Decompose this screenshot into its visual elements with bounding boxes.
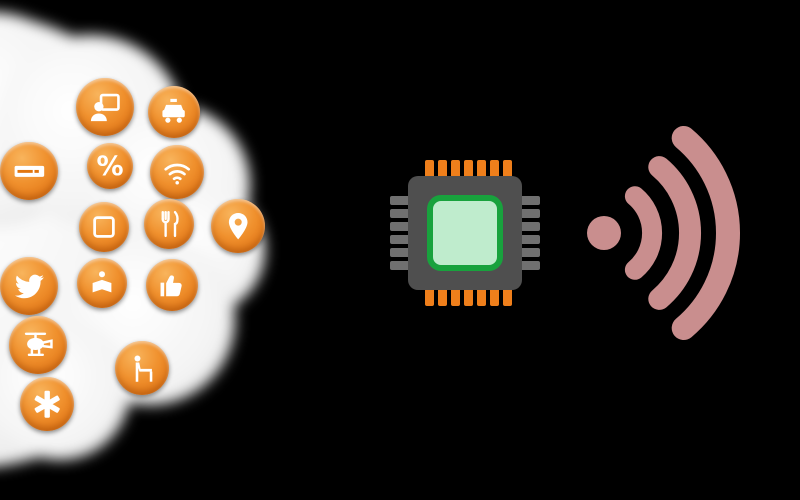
cloud-icon-brand-ribbon — [0, 142, 58, 200]
reading-person-icon — [92, 271, 112, 293]
user-photo-icon — [90, 93, 120, 121]
cloud-icon-taxi — [148, 86, 200, 138]
wifi-symbol — [587, 126, 740, 340]
cloud-icon-thumbs-up — [146, 259, 198, 311]
chip-illustration — [390, 160, 540, 306]
photo-frame-icon — [93, 216, 115, 238]
wifi-arc-1 — [624, 186, 663, 280]
wifi-icon — [164, 163, 190, 185]
cloud-icon-twitter — [0, 257, 58, 315]
wifi-arc-2 — [648, 156, 702, 310]
percent-icon: % — [96, 150, 124, 182]
chip-screen — [427, 195, 503, 271]
helicopter-icon — [24, 332, 53, 356]
chip-pins-right — [520, 196, 540, 270]
cloud-icon-user-photo — [76, 78, 134, 136]
wifi-arc-3 — [671, 126, 740, 340]
person-at-desk-icon — [134, 355, 153, 382]
cloud-icon-map-pin — [211, 199, 265, 253]
twitter-bird-icon — [14, 274, 44, 298]
wifi-dot — [587, 216, 621, 250]
thumbs-up-icon — [160, 275, 183, 297]
restaurant-icon — [161, 210, 179, 238]
map-pin-icon — [228, 212, 248, 240]
star-of-life-icon — [34, 390, 60, 418]
taxi-icon — [162, 99, 186, 124]
cloud-icon-person-at-desk — [115, 341, 169, 395]
cloud-icon-restaurant — [144, 199, 194, 249]
cloud-icon-helicopter — [9, 316, 67, 374]
chip-pins-top — [425, 160, 512, 180]
chip-pins-bottom — [425, 286, 512, 306]
cloud-icon-star-of-life — [20, 377, 74, 431]
cloud-icon-reading-person — [77, 258, 127, 308]
chip-pins-left — [390, 196, 410, 270]
brand-ribbon-icon — [14, 165, 44, 177]
cloud-icon-wifi — [150, 145, 204, 199]
cloud-icon-percent: % — [87, 143, 133, 189]
cloud-icon-photo-frame — [79, 202, 129, 252]
